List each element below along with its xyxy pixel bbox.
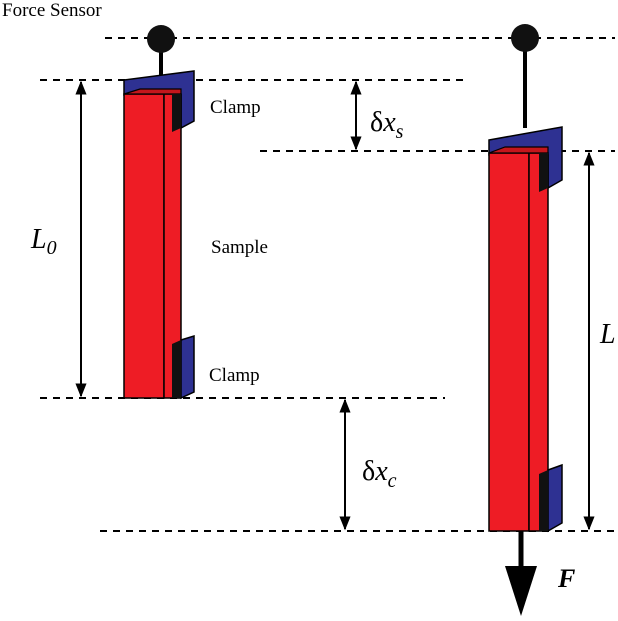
top-clamp-shadow-stretched	[539, 153, 548, 192]
bottom-clamp-shadow-initial	[172, 340, 181, 398]
sensor-displacement-subscript: s	[396, 121, 404, 143]
bottom-clamp-label: Clamp	[209, 365, 260, 386]
force-sensor-label: Force Sensor	[2, 0, 102, 21]
top-clamp-label: Clamp	[210, 97, 261, 118]
top-clamp-shadow-initial	[172, 94, 181, 132]
clamp-displacement-subscript: c	[388, 470, 397, 492]
bottom-clamp-shadow-stretched	[539, 470, 548, 531]
sample-front-face-stretched	[488, 152, 530, 532]
initial-length-subscript: 0	[47, 237, 57, 259]
sensor-displacement-delta: δ	[370, 107, 383, 138]
sample-label: Sample	[211, 237, 268, 258]
dimension-arrows	[75, 80, 595, 531]
force-arrow-head	[505, 566, 537, 616]
force-label: F	[557, 564, 575, 593]
sample-initial	[123, 25, 195, 400]
clamp-displacement-variable: x	[374, 456, 388, 487]
bottom-clamp-initial	[180, 334, 195, 400]
sample-top-face-initial	[123, 88, 182, 95]
sample-top-face-stretched	[488, 146, 549, 154]
stretched-length-label: L	[599, 319, 616, 350]
initial-length-label: L0	[30, 224, 57, 259]
bottom-clamp-stretched	[547, 463, 563, 533]
force-sensor-knob-initial	[147, 25, 175, 53]
clamp-displacement-label: δxc	[362, 456, 397, 492]
sample-front-face-initial	[123, 93, 165, 399]
clamp-displacement-delta: δ	[362, 456, 375, 487]
force-sensor-knob-stretched	[511, 24, 539, 52]
sample-stretched	[488, 24, 563, 616]
initial-length-symbol: L	[30, 224, 47, 255]
sensor-displacement-label: δxs	[370, 107, 404, 143]
sensor-displacement-variable: x	[382, 107, 396, 138]
